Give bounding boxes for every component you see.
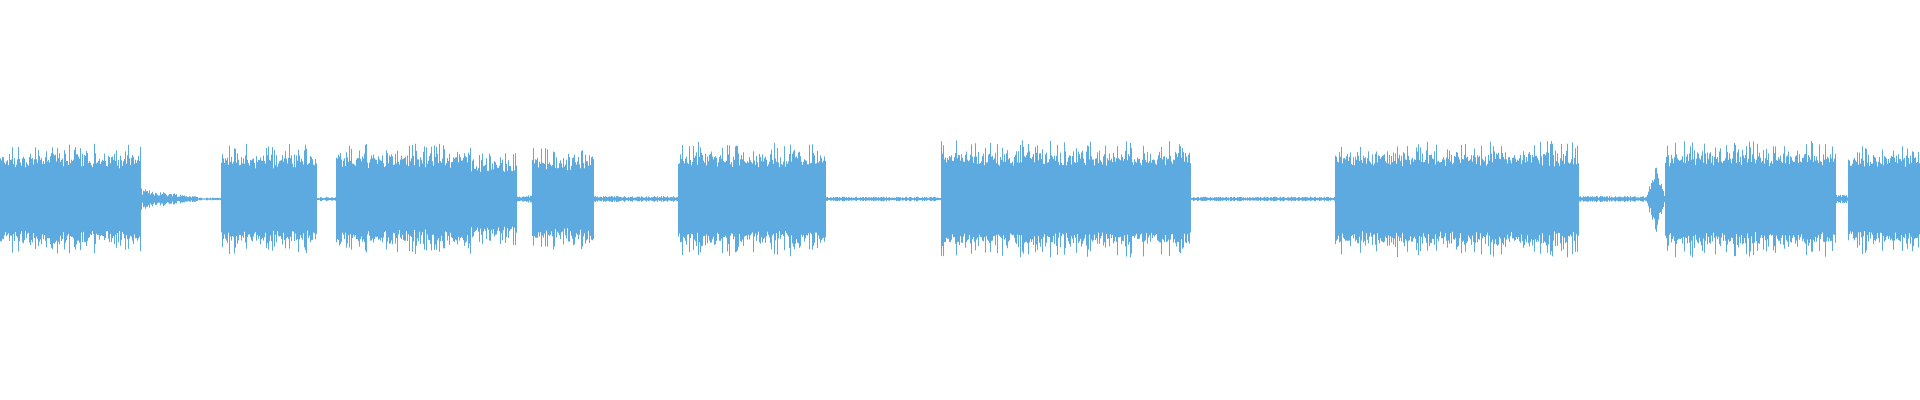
waveform-plot [0, 140, 1920, 258]
